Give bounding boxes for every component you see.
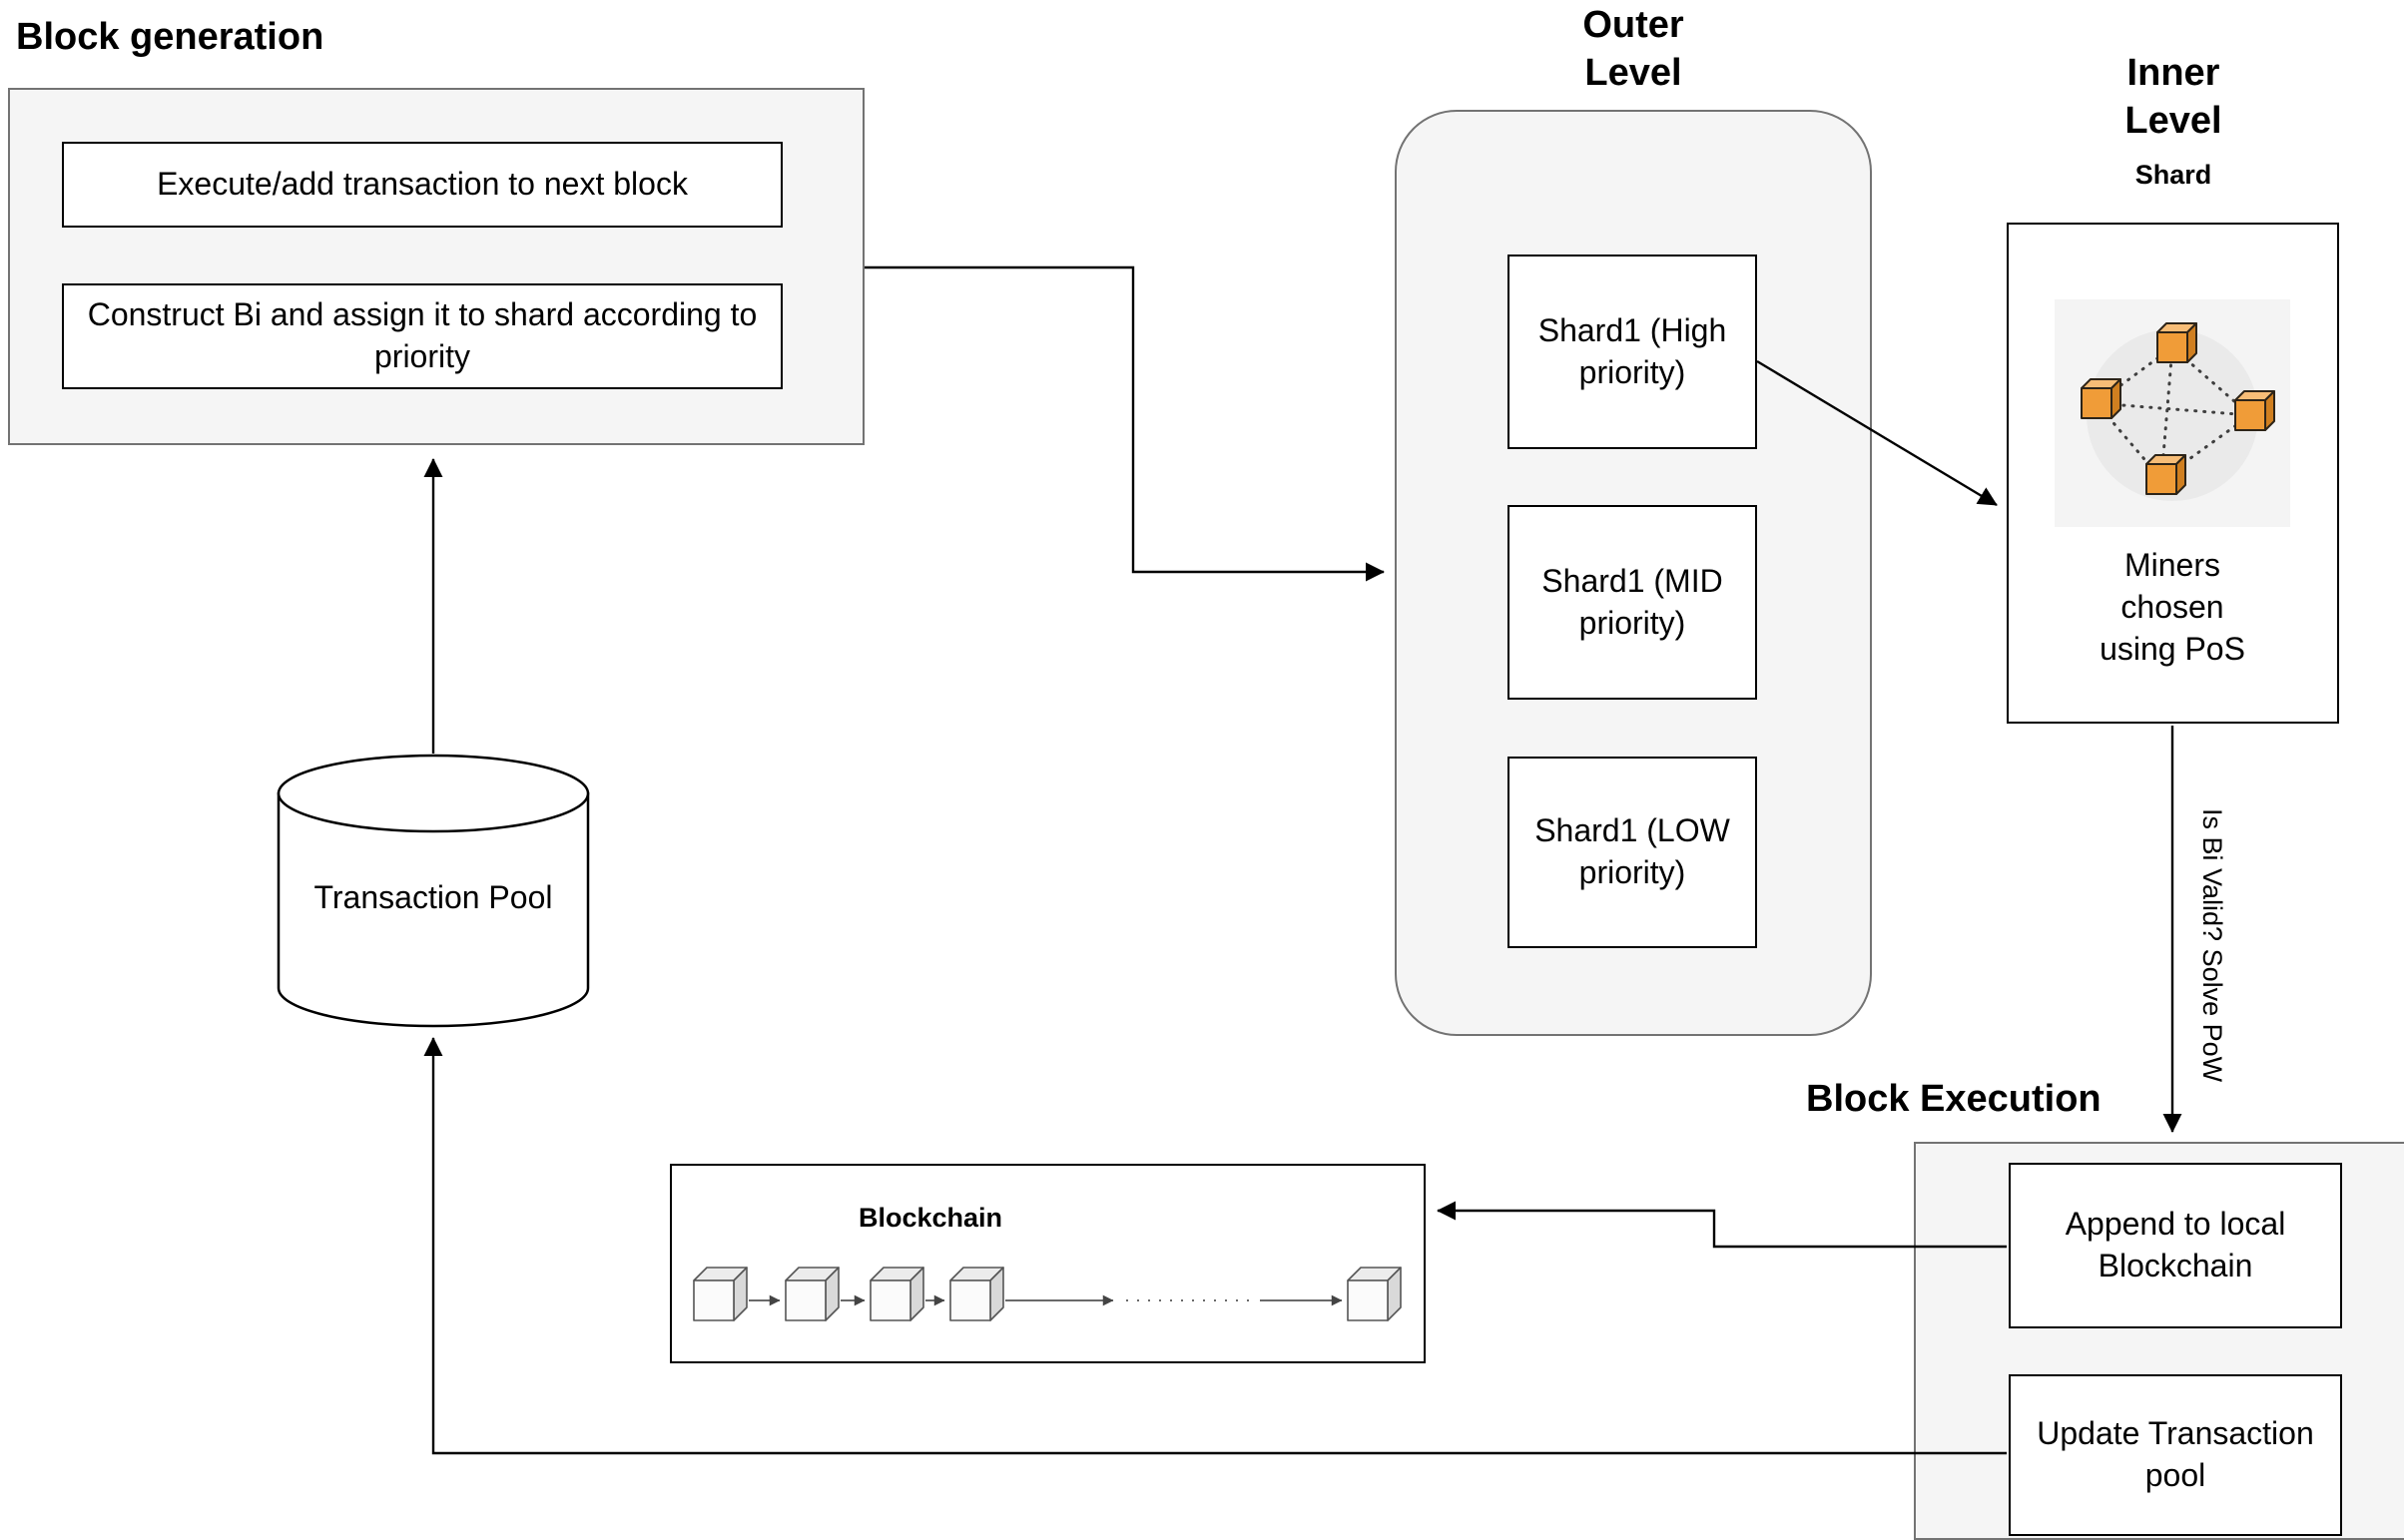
shard-high-priority-box: Shard1 (High priority) — [1507, 255, 1757, 449]
transaction-pool-label: Transaction Pool — [313, 879, 553, 915]
miners-caption: Miners chosen using PoS — [2100, 547, 2245, 668]
block-generation-group: Execute/add transaction to next block Co… — [8, 88, 865, 445]
outer-level-title: Outer Level — [1582, 4, 1684, 94]
shard-low-priority-box: Shard1 (LOW priority) — [1507, 757, 1757, 948]
block-execution-group: Append to local Blockchain Update Transa… — [1914, 1142, 2404, 1540]
step-construct-bi: Construct Bi and assign it to shard acco… — [62, 283, 783, 389]
inner-level-sublabel: Shard — [2134, 160, 2212, 190]
step-append-blockchain: Append to local Blockchain — [2009, 1163, 2342, 1328]
arrow-generation-to-outer — [865, 265, 1385, 582]
inner-level-title: Inner Level — [2124, 52, 2222, 142]
outer-level-group: Shard1 (High priority) Shard1 (MID prior… — [1395, 110, 1872, 1036]
miners-network-icon — [2055, 299, 2290, 527]
blockchain-box — [670, 1164, 1426, 1363]
step-execute-transaction: Execute/add transaction to next block — [62, 142, 783, 228]
step-update-pool: Update Transaction pool — [2009, 1374, 2342, 1536]
blockchain-label: Blockchain — [858, 1203, 1003, 1233]
block-execution-title: Block Execution — [1806, 1078, 2102, 1120]
block-generation-title: Block generation — [16, 16, 324, 58]
pow-validity-label: Is Bi Valid? Solve PoW — [2197, 808, 2228, 1083]
shard-mid-priority-box: Shard1 (MID priority) — [1507, 505, 1757, 700]
